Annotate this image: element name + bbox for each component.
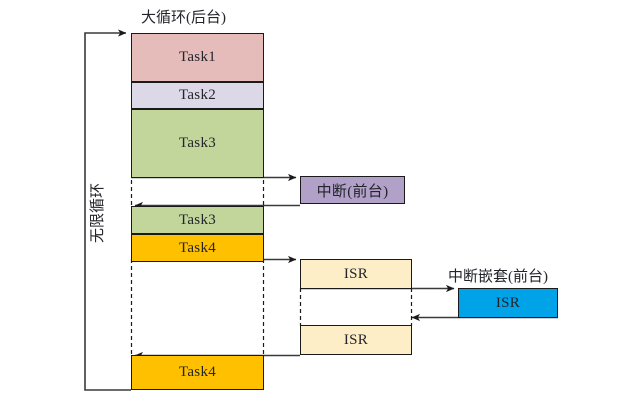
task-block-task3-first[interactable]: Task3 — [131, 109, 264, 178]
nested-interrupt-title: 中断嵌套(前台) — [448, 269, 548, 285]
task-block-task1[interactable]: Task1 — [131, 33, 264, 82]
task-block-task3-resumed[interactable]: Task3 — [131, 206, 264, 234]
task-block-task2[interactable]: Task2 — [131, 82, 264, 109]
main-column-title: 大循环(后台) — [141, 10, 226, 26]
infinite-loop-label: 无限循环 — [90, 182, 106, 243]
task-block-task4-first[interactable]: Task4 — [131, 234, 264, 262]
interrupt-box[interactable]: 中断(前台) — [300, 176, 405, 204]
task-block-task4-resumed[interactable]: Task4 — [131, 355, 264, 390]
isr-block-resumed[interactable]: ISR — [300, 325, 412, 355]
infinite-loop-bracket — [84, 29, 131, 391]
isr-block-first[interactable]: ISR — [300, 259, 412, 289]
nested-isr-box[interactable]: ISR — [458, 288, 558, 318]
